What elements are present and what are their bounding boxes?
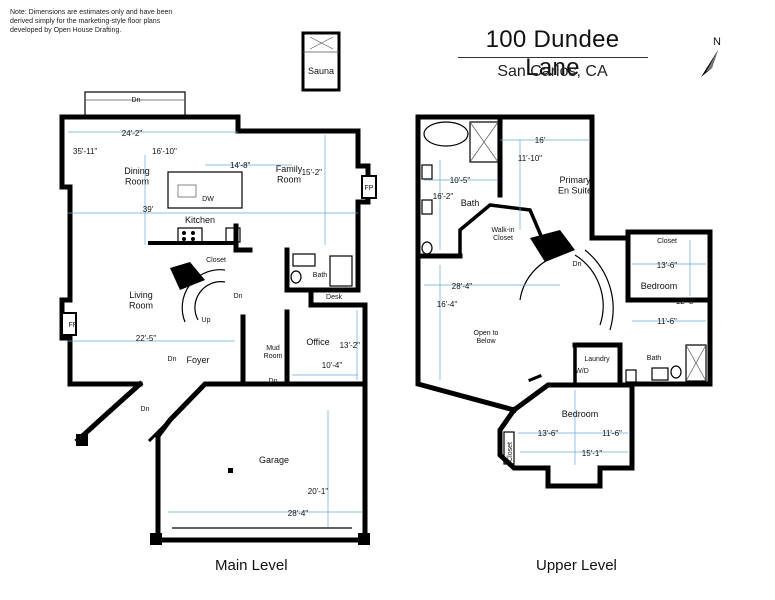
property-title: 100 Dundee Lane	[485, 26, 620, 81]
dim-family-depth: 15'-2"	[302, 168, 323, 177]
dim-family-width: 14'-8"	[230, 161, 251, 170]
dim-office-depth: 13'-2"	[340, 341, 361, 350]
dim-office-width: 10'-4"	[322, 361, 343, 370]
label-kitchen: Kitchen	[185, 215, 215, 225]
north-label: N	[713, 36, 721, 48]
label-garage: Garage	[259, 455, 289, 465]
label-upper-closet: Closet	[657, 238, 677, 245]
dim-bedroom2-overall: 15'-1"	[582, 449, 603, 458]
label-bedroom-1: Bedroom	[641, 281, 678, 291]
main-bath-fixtures	[290, 253, 353, 287]
kitchen-fixtures	[167, 171, 243, 243]
label-stair-up: Up	[202, 317, 211, 324]
dim-open-width: 28'-4"	[452, 282, 473, 291]
label-upper-bath-2: Bath	[647, 355, 662, 362]
dim-bath-depth: 16'-2"	[433, 192, 454, 201]
dim-overall-width: 39'	[143, 205, 154, 214]
dim-bedroom1-depth: 12'-8"	[676, 297, 697, 306]
label-laundry: Laundry	[584, 356, 610, 363]
dim-dining-width: 24'-2"	[122, 129, 143, 138]
dim-bedroom2-depth: 11'-6"	[602, 429, 622, 438]
sauna-room	[301, 31, 341, 92]
upper-dimension-lines	[424, 139, 706, 465]
label-bedroom2-closet: Closet	[507, 442, 514, 462]
upper-level-label: Upper Level	[536, 557, 617, 574]
label-office: Office	[306, 337, 329, 347]
dim-primary-width: 16'	[535, 136, 546, 145]
label-upper-stair-down: Dn	[573, 261, 582, 268]
label-fireplace-living: FP	[69, 322, 78, 329]
main-level-walls	[59, 114, 377, 545]
label-foyer-down: Dn	[168, 356, 177, 363]
upper-level-walls	[415, 114, 713, 489]
dim-garage-width: 28'-4"	[288, 509, 309, 518]
dim-garage-depth: 20'-1"	[308, 487, 329, 496]
label-mud-down: Dn	[269, 378, 278, 385]
title-divider	[458, 57, 648, 58]
dim-kitchen-depth: 16'-10"	[152, 147, 177, 156]
label-stair-down: Dn	[234, 293, 243, 300]
disclaimer-note: Note: Dimensions are estimates only and …	[10, 9, 173, 34]
label-upper-bath: Bath	[461, 198, 480, 208]
main-spiral-stair	[170, 262, 226, 323]
label-deck-down: Dn	[132, 97, 141, 104]
property-location: San Carlos, CA	[497, 63, 608, 80]
label-washer-dryer: W/D	[575, 368, 589, 375]
label-dishwasher: DW	[202, 196, 214, 203]
label-sauna: Sauna	[308, 66, 334, 76]
upper-fixtures	[421, 121, 707, 465]
dim-bedroom2-width: 13'-6"	[538, 429, 559, 438]
dim-bedroom1-width: 13'-6"	[657, 261, 678, 270]
main-dimension-lines	[68, 131, 362, 527]
label-main-closet: Closet	[206, 257, 226, 264]
label-fireplace-family: FP	[365, 185, 374, 192]
dim-primary-depth: 11'-10"	[518, 154, 542, 163]
dim-living-width: 22'-5"	[136, 334, 157, 343]
label-main-bath: Bath	[313, 272, 328, 279]
label-desk: Desk	[326, 294, 342, 301]
label-bedroom-2: Bedroom	[562, 409, 599, 419]
dim-dining-depth: 35'-11"	[73, 147, 97, 156]
main-level-label: Main Level	[215, 557, 288, 574]
north-arrow-icon	[701, 50, 718, 77]
deck-steps	[84, 91, 186, 118]
label-entry-down: Dn	[141, 406, 150, 413]
label-foyer: Foyer	[186, 355, 209, 365]
dim-bedroom1-alt: 11'-6"	[657, 317, 677, 326]
dim-open-depth: 16'-4"	[437, 300, 458, 309]
dim-bath-width: 10'-5"	[450, 176, 471, 185]
